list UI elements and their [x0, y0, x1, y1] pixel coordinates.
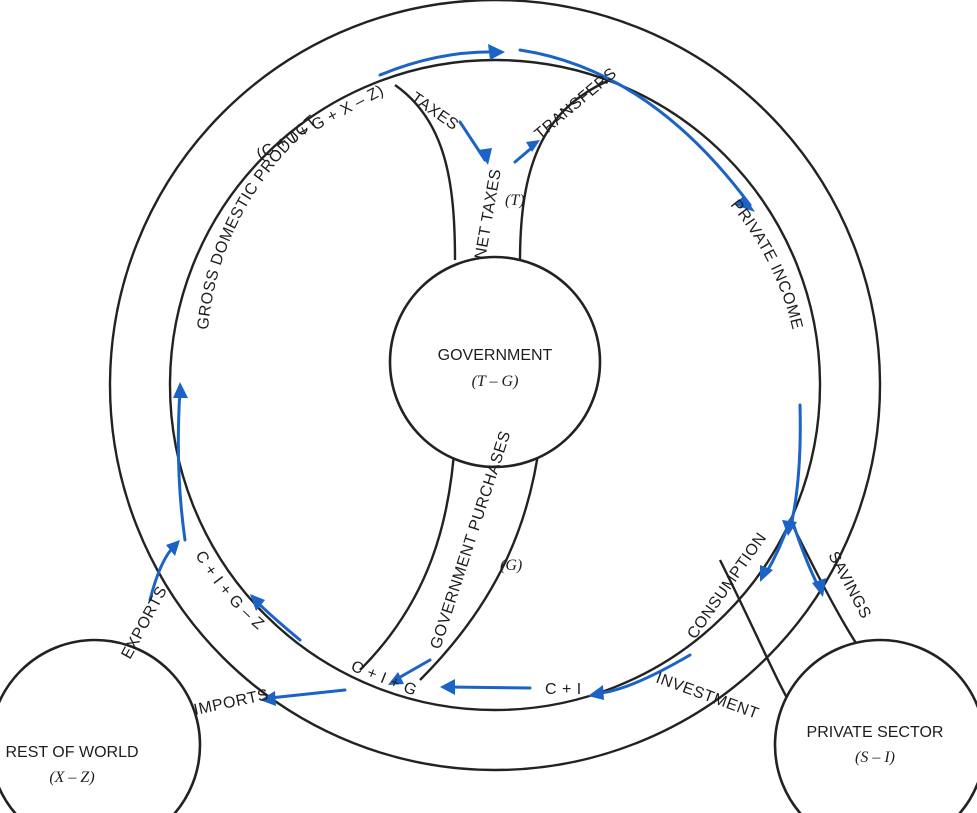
rest-of-world-sub: (X – Z): [49, 769, 94, 786]
government-node: [388, 255, 602, 469]
flow-left-up: [176, 388, 187, 542]
arrowhead-left-up: [173, 382, 188, 398]
flow-top-to-income: [518, 48, 752, 207]
arrowhead-transfers: [526, 140, 540, 152]
flow-to-c-plus-i: [598, 653, 692, 695]
arrowhead-c-plus-i: [588, 685, 604, 700]
inner-ring: [168, 58, 822, 712]
c-plus-i-label: C + I: [545, 681, 582, 698]
flow-gov-purchases: [393, 658, 432, 682]
government-sub: (T – G): [472, 373, 519, 390]
arrowhead-cigz: [250, 594, 265, 611]
government-purchases-symbol: (G): [500, 557, 522, 574]
outer-ring: [108, 0, 882, 772]
rest-of-world-title: REST OF WORLD: [5, 744, 138, 761]
flow-income-down: [788, 403, 802, 532]
arrowhead-consumption: [760, 565, 773, 582]
private-sector-sub: (S – I): [855, 749, 895, 766]
rest-of-world-node: [0, 638, 202, 813]
flow-arrows: [148, 44, 826, 706]
government-purchases-channel: [359, 439, 542, 681]
flow-gdp-to-top: [378, 50, 502, 77]
flow-to-cig: [446, 685, 532, 690]
arrowhead-exports: [166, 540, 180, 556]
arrowhead-savings: [812, 578, 826, 597]
arrowhead-gov: [388, 672, 404, 685]
arrowhead-taxes: [478, 148, 492, 165]
net-taxes-symbol: (T): [505, 192, 525, 209]
arrowhead-imports: [260, 691, 276, 706]
arrowhead-gdp-top: [488, 44, 505, 60]
arrowhead-income: [735, 195, 755, 212]
government-title: GOVERNMENT: [438, 347, 553, 364]
flow-imports: [268, 688, 347, 700]
net-taxes-channel: [394, 78, 611, 263]
private-sector-title: PRIVATE SECTOR: [807, 724, 944, 741]
arrowhead-cig: [440, 679, 455, 695]
private-sector-node: [773, 638, 977, 813]
